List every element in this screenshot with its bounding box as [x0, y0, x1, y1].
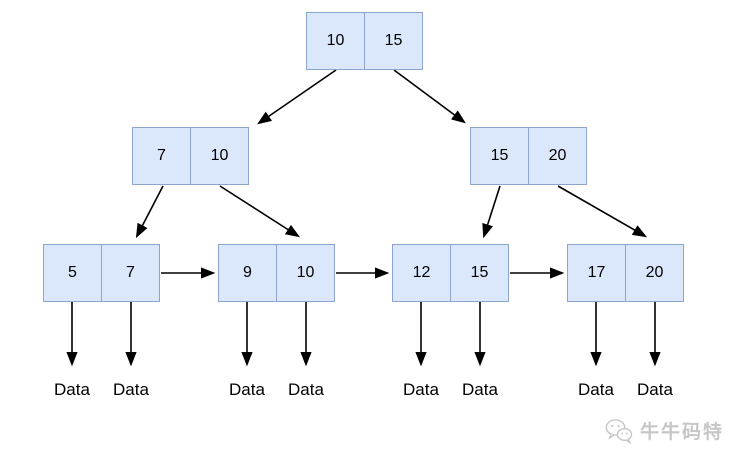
tree-node-leaf-1: 5 7 — [43, 244, 160, 302]
key-cell: 10 — [190, 128, 248, 184]
wechat-icon — [605, 418, 633, 444]
tree-node-leaf-3: 12 15 — [392, 244, 509, 302]
data-label: Data — [462, 380, 498, 399]
key-cell: 7 — [157, 147, 166, 164]
data-label: Data — [637, 380, 673, 399]
watermark-text: 牛牛码特 — [639, 422, 724, 443]
watermark: 牛牛码特 — [605, 417, 724, 444]
edge-internal-left-to-leaf-1 — [135, 185, 164, 239]
key-cell: 17 — [587, 264, 606, 281]
key-cell: 5 — [68, 264, 77, 281]
data-label: Data — [113, 380, 149, 399]
key-cell: 15 — [450, 245, 508, 301]
key-cell: 15 — [490, 147, 509, 164]
data-label: Data — [578, 380, 614, 399]
key-cell: 20 — [528, 128, 586, 184]
tree-node-internal-left: 7 10 — [132, 127, 249, 185]
key-cell: 12 — [412, 264, 431, 281]
key-cell: 15 — [364, 13, 422, 69]
key-cell: 9 — [243, 264, 252, 281]
key-cell: 10 — [276, 245, 334, 301]
data-label: Data — [229, 380, 265, 399]
edge-internal-left-to-leaf-2 — [219, 185, 301, 238]
edge-root-to-internal-left — [257, 69, 337, 125]
data-label: Data — [54, 380, 90, 399]
key-cell: 10 — [326, 32, 345, 49]
tree-node-root: 10 15 — [306, 12, 423, 70]
key-cell: 20 — [625, 245, 683, 301]
tree-node-leaf-2: 9 10 — [218, 244, 335, 302]
edge-internal-right-to-leaf-4 — [557, 185, 648, 238]
key-cell: 7 — [101, 245, 159, 301]
tree-node-leaf-4: 17 20 — [567, 244, 684, 302]
data-label: Data — [403, 380, 439, 399]
data-label: Data — [288, 380, 324, 399]
edge-internal-right-to-leaf-3 — [482, 185, 501, 239]
tree-node-internal-right: 15 20 — [470, 127, 587, 185]
edge-root-to-internal-right — [393, 69, 466, 124]
